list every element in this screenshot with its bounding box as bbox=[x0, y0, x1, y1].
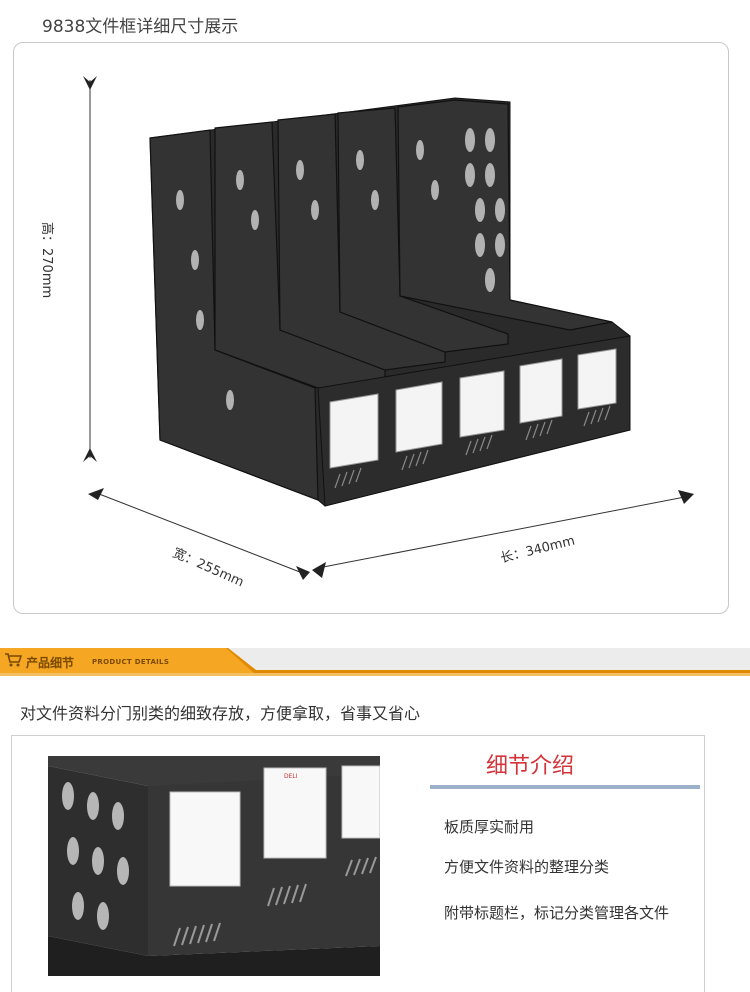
detail-divider bbox=[430, 785, 700, 789]
height-dimension-label: 高：270mm bbox=[39, 222, 54, 299]
file-rack-illustration bbox=[83, 76, 694, 580]
detail-photo: DELI bbox=[48, 756, 380, 976]
product-details-banner bbox=[0, 648, 750, 676]
cart-icon bbox=[5, 653, 22, 667]
feature-item: 附带标题栏，标记分类管理各文件 bbox=[444, 904, 670, 922]
feature-item: 板质厚实耐用 bbox=[444, 818, 535, 836]
banner-label-en: PRODUCT DETAILS bbox=[92, 658, 170, 666]
photo-logo: DELI bbox=[284, 773, 298, 780]
page-title: 9838文件框详细尺寸展示 bbox=[42, 17, 239, 37]
detail-heading: 细节介绍 bbox=[486, 754, 575, 779]
feature-item: 方便文件资料的整理分类 bbox=[444, 858, 610, 876]
banner-label: 产品细节 bbox=[26, 656, 75, 670]
subtitle: 对文件资料分门别类的细致存放，方便拿取，省事又省心 bbox=[20, 704, 421, 723]
